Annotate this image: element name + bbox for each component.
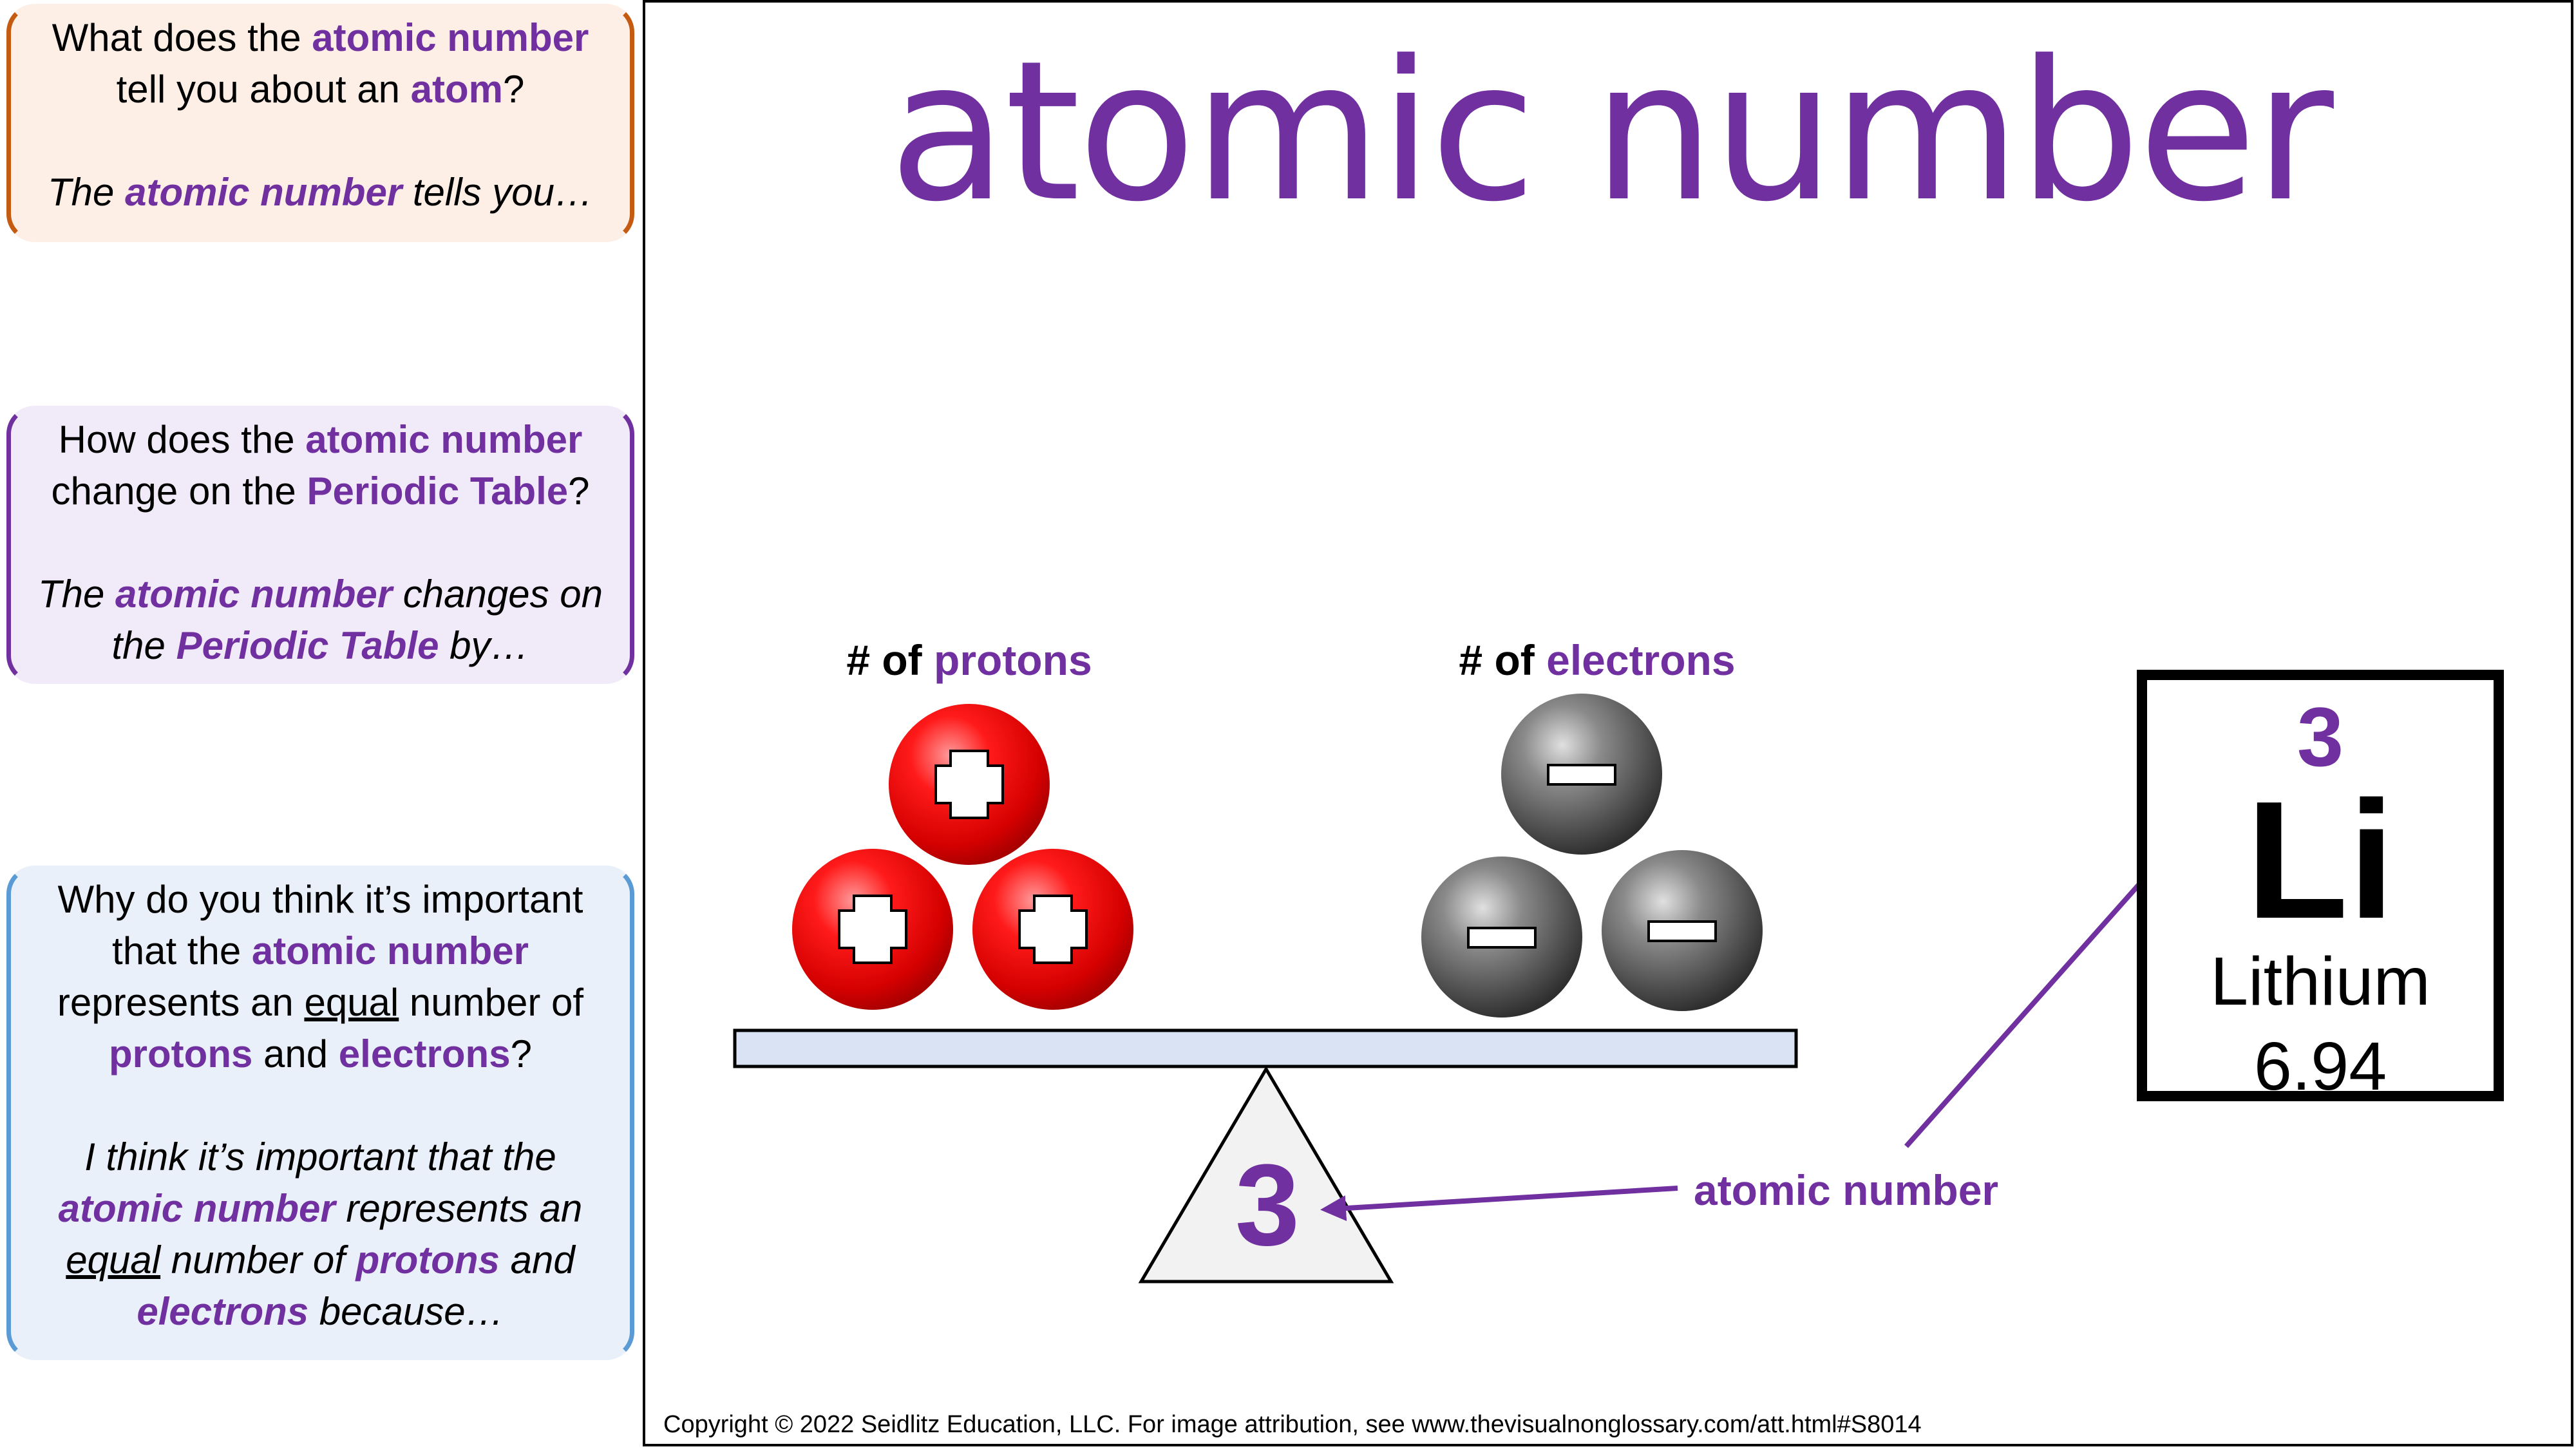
proton [792, 849, 953, 1010]
electron [1421, 857, 1582, 1018]
electrons-label: # of electrons [1459, 636, 1736, 684]
prompt-box-why: Why do you think it’s important that the… [6, 866, 634, 1360]
prompt-question: How does the atomic number change on the… [51, 418, 590, 513]
proton [972, 849, 1133, 1010]
prompt-box-what: What does the atomic number tell you abo… [6, 4, 634, 242]
element-tile-lithium: 3 Li Lithium 6.94 [2137, 670, 2504, 1104]
element-symbol: Li [2246, 767, 2395, 954]
prompt-box-how: How does the atomic number change on the… [6, 406, 634, 684]
arrow-to-fulcrum [1320, 1186, 1678, 1222]
fulcrum-triangle [1138, 1066, 1394, 1283]
protons-label: # of protons [846, 636, 1092, 684]
fulcrum-number: 3 [1235, 1141, 1300, 1270]
element-name: Lithium [2210, 943, 2430, 1019]
sentence-starter: The atomic number changes on the Periodi… [37, 573, 603, 667]
element-atomic-number: 3 [2297, 690, 2344, 784]
sentence-starter: I think it’s important that the atomic n… [58, 1135, 583, 1333]
balance-beam [733, 1028, 1798, 1068]
atomic-number-label: atomic number [1694, 1166, 1999, 1214]
page-title: atomic number [889, 19, 2334, 244]
prompt-question: Why do you think it’s important that the… [57, 878, 584, 1075]
proton [889, 704, 1050, 865]
electron [1501, 694, 1662, 855]
sentence-starter: The atomic number tells you… [48, 171, 593, 214]
prompt-question: What does the atomic number tell you abo… [52, 16, 589, 111]
element-mass: 6.94 [2253, 1028, 2387, 1104]
copyright-notice: Copyright © 2022 Seidlitz Education, LLC… [663, 1411, 1922, 1438]
electron [1602, 850, 1763, 1011]
